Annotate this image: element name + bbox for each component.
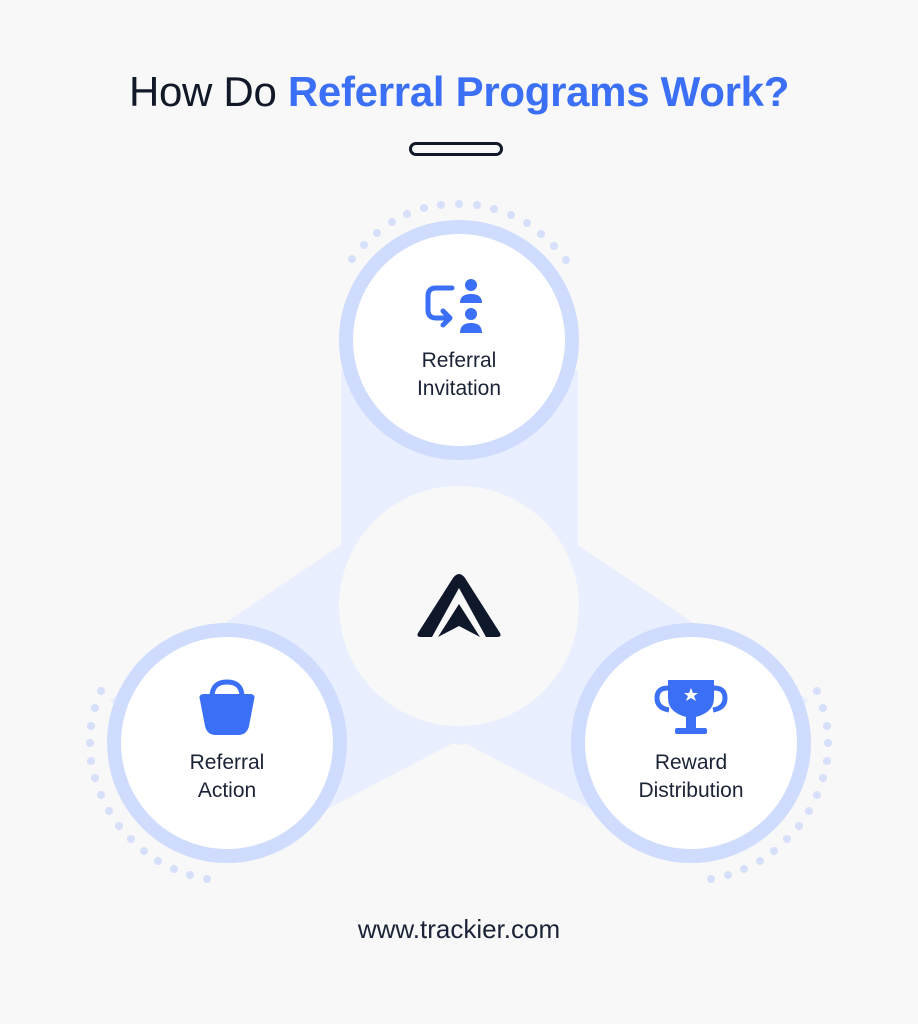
title-highlight: Referral Programs Work? — [287, 68, 790, 115]
step-label-line1: Reward — [654, 751, 728, 774]
dotted-arc-top — [348, 200, 570, 264]
step-circle-reward — [571, 623, 811, 863]
step-label-reward: Reward Distribution — [591, 749, 791, 805]
step-label-line2: Action — [197, 779, 257, 802]
referral-users-arrow-icon — [425, 279, 482, 333]
title-underline-pill — [409, 142, 503, 156]
step-circle-invitation — [339, 220, 579, 460]
step-label-line2: Invitation — [416, 377, 502, 400]
dotted-arc-right — [707, 687, 832, 883]
trophy-star-icon — [654, 680, 728, 734]
step-label-line1: Referral — [421, 349, 497, 372]
dotted-arc-left — [86, 687, 211, 883]
footer-url[interactable]: www.trackier.com — [357, 914, 561, 944]
trackier-logo-icon — [417, 574, 501, 637]
title-prefix: How Do — [128, 68, 288, 115]
step-circle-action — [107, 623, 347, 863]
step-label-invitation: Referral Invitation — [359, 347, 559, 403]
step-label-action: Referral Action — [127, 749, 327, 805]
step-label-line2: Distribution — [638, 779, 744, 802]
page-title: How Do Referral Programs Work? — [0, 68, 918, 116]
shopping-basket-icon — [199, 679, 255, 735]
step-label-line1: Referral — [189, 751, 265, 774]
